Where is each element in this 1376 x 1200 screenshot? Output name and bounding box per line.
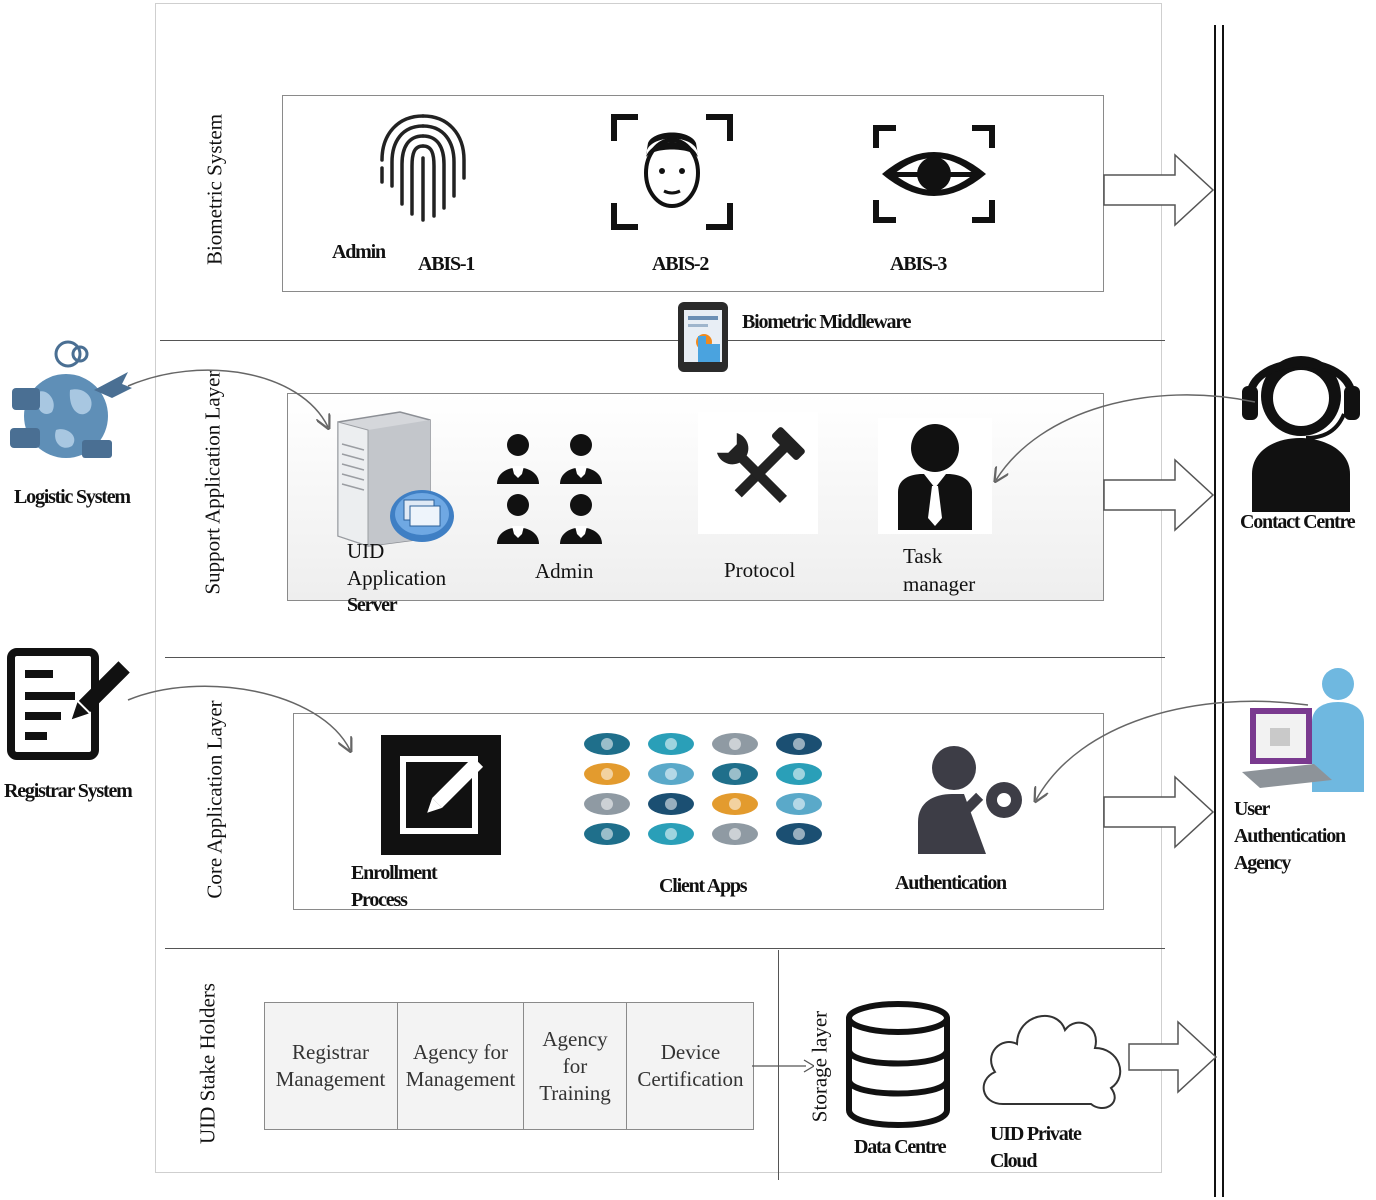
client-app-icon-highlight — [793, 798, 805, 810]
agency-mgmt-line1: Agency for — [412, 1040, 509, 1064]
device-cert-line1: Device — [660, 1040, 721, 1064]
middleware-device-icon — [678, 302, 728, 372]
task-manager-icon — [878, 418, 992, 534]
support-output-arrow — [1103, 458, 1215, 532]
device-cert-line2: Certification — [637, 1067, 744, 1091]
layer-separator — [165, 948, 1165, 949]
registrar-to-enrollment-connector — [127, 685, 350, 750]
middleware-label: Biometric Middleware — [742, 311, 912, 333]
authentication-key-icon — [918, 746, 1022, 854]
data-centre-database-icon — [846, 1001, 950, 1128]
abis1-label: ABIS-1 — [418, 253, 475, 275]
server-label-line1: UID — [347, 539, 385, 563]
logistic-globe-icon — [10, 340, 132, 458]
abis2-label: ABIS-2 — [652, 253, 709, 275]
storage-output-arrow — [1128, 1020, 1218, 1094]
biometric-admin-label: Admin — [332, 241, 386, 263]
data-centre-label: Data Centre — [854, 1136, 947, 1158]
application-server-icon — [337, 411, 454, 547]
registrar-mgmt-line2: Management — [275, 1067, 386, 1091]
client-apps-label: Client Apps — [659, 875, 748, 897]
enrollment-label-line2: Process — [351, 889, 408, 911]
client-app-icon-highlight — [665, 828, 677, 840]
biometric-output-arrow — [1103, 153, 1215, 227]
client-app-icon-highlight — [729, 738, 741, 750]
enrollment-label-line1: Enrollment — [351, 862, 438, 884]
agency-train-line2: for — [562, 1053, 588, 1078]
enrollment-edit-icon — [381, 735, 501, 855]
client-app-icon-highlight — [601, 768, 613, 780]
private-cloud-icon — [982, 1014, 1122, 1109]
contact-to-task-connector — [996, 394, 1256, 480]
client-apps-grid — [584, 733, 822, 845]
auth-agency-line1: User — [1234, 798, 1270, 820]
server-label-line3: Server — [347, 594, 398, 616]
client-app-icon-highlight — [665, 798, 677, 810]
cloud-label-line2: Cloud — [990, 1150, 1037, 1172]
task-manager-line1: Task — [903, 544, 943, 568]
client-app-icon-highlight — [729, 798, 741, 810]
protocol-label: Protocol — [724, 558, 796, 582]
contact-centre-headset-icon — [1242, 356, 1360, 512]
architecture-frame — [155, 3, 1162, 1173]
client-app-icon-highlight — [793, 828, 805, 840]
layer-separator — [165, 657, 1165, 658]
layer-separator — [160, 340, 1165, 341]
iris-scan-icon — [873, 125, 995, 223]
agency-train-line3: Training — [539, 1080, 611, 1105]
auth-agency-line3: Agency — [1234, 852, 1291, 874]
registrar-system-label: Registrar System — [4, 780, 133, 802]
client-app-icon-highlight — [665, 768, 677, 780]
face-recognition-icon — [611, 114, 733, 230]
client-app-icon-highlight — [729, 768, 741, 780]
support-admin-label: Admin — [535, 559, 594, 583]
user-auth-agency-icon — [1242, 668, 1364, 792]
client-app-icon-highlight — [729, 828, 741, 840]
storage-separator — [778, 950, 779, 1180]
client-app-icon-highlight — [601, 798, 613, 810]
client-app-icon-highlight — [793, 738, 805, 750]
authentication-label: Authentication — [895, 872, 1007, 894]
registrar-mgmt-line1: Registrar — [292, 1040, 369, 1064]
agency-train-line1: Agency — [542, 1026, 608, 1051]
auth-agency-line2: Authentication — [1234, 825, 1346, 847]
abis3-label: ABIS-3 — [890, 253, 947, 275]
stakeholders-box — [264, 1002, 754, 1130]
core-output-arrow — [1103, 775, 1215, 849]
client-app-icon-highlight — [665, 738, 677, 750]
agency-to-auth-connector — [1036, 700, 1309, 800]
stakeholders-to-storage-arrow — [752, 1059, 814, 1073]
task-manager-line2: manager — [903, 572, 976, 596]
fingerprint-icon — [380, 114, 466, 222]
client-app-icon-highlight — [601, 738, 613, 750]
protocol-tools-icon — [698, 412, 818, 534]
server-label-line2: Application — [347, 566, 447, 590]
logistic-system-label: Logistic System — [14, 486, 131, 508]
registrar-form-icon — [7, 648, 130, 760]
client-app-icon-highlight — [601, 828, 613, 840]
boundary-line — [1222, 25, 1224, 1197]
contact-centre-label: Contact Centre — [1240, 511, 1356, 533]
cloud-label-line1: UID Private — [990, 1123, 1082, 1145]
logistic-to-server-connector — [127, 369, 328, 427]
agency-mgmt-line2: Management — [405, 1067, 516, 1091]
client-app-icon-highlight — [793, 768, 805, 780]
boundary-line — [1214, 25, 1216, 1197]
